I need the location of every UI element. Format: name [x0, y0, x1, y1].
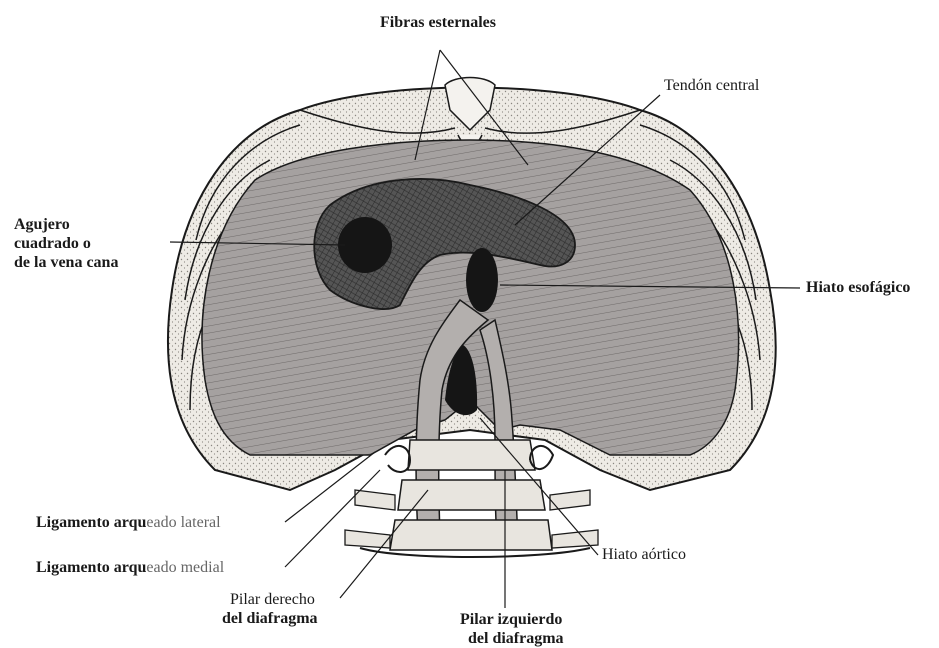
label-ligamento-medial-rest: eado medial	[146, 559, 224, 576]
vena-cava-foramen	[338, 217, 392, 273]
label-agujero-line1: Agujero	[14, 215, 70, 234]
label-pilar-derecho-line1: Pilar derecho	[230, 590, 315, 609]
label-fibras-esternales: Fibras esternales	[380, 13, 496, 32]
label-ligamento-lateral: Ligamento arqueado lateral	[36, 513, 221, 532]
label-hiato-aortico: Hiato aórtico	[602, 545, 686, 564]
label-agujero-line2: cuadrado o	[14, 234, 91, 253]
label-pilar-derecho-line2: del diafragma	[222, 609, 318, 628]
label-pilar-izquierdo-line2: del diafragma	[468, 629, 564, 648]
label-ligamento-lateral-bold: Ligamento arqu	[36, 514, 146, 531]
esophageal-hiatus	[466, 248, 498, 312]
label-hiato-esofagico: Hiato esofágico	[806, 278, 910, 297]
label-ligamento-medial-bold: Ligamento arqu	[36, 559, 146, 576]
vertebral-column	[345, 440, 598, 557]
label-tendon-central: Tendón central	[664, 76, 759, 95]
label-ligamento-medial: Ligamento arqueado medial	[36, 558, 224, 577]
label-agujero-line3: de la vena cana	[14, 253, 118, 272]
label-pilar-izquierdo-line1: Pilar izquierdo	[460, 610, 562, 629]
label-ligamento-lateral-rest: eado lateral	[146, 514, 220, 531]
